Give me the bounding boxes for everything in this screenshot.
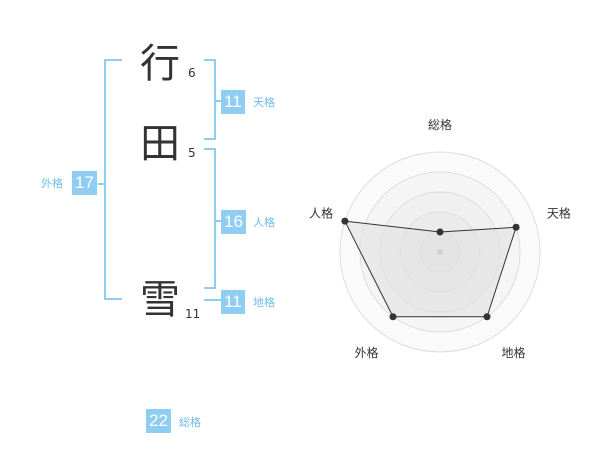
tenkaku-value-badge: 11	[221, 90, 245, 114]
tenkaku-bracket	[204, 59, 216, 140]
soukaku-label: 総格	[179, 416, 201, 429]
gaikaku-bracket	[104, 59, 122, 300]
stroke-count-1: 6	[188, 66, 196, 80]
radar-point-2	[512, 223, 520, 231]
gaikaku-value-badge: 17	[72, 171, 97, 195]
name-char-2: 田	[140, 121, 180, 167]
name-char-1: 行	[140, 41, 180, 87]
stroke-count-3: 11	[185, 307, 201, 321]
radar-point-1	[436, 228, 444, 236]
tenkaku-label: 天格	[253, 96, 275, 109]
stroke-count-2: 5	[188, 146, 196, 160]
jinkaku-bracket	[204, 148, 216, 289]
tenkaku-connector	[214, 100, 221, 102]
jinkaku-value-badge: 16	[221, 210, 246, 234]
radar-axis-label-5: 人格	[309, 205, 333, 220]
gaikaku-connector	[98, 183, 106, 185]
chikaku-connector	[204, 299, 221, 301]
radar-axis-label-1: 総格	[428, 117, 452, 132]
jinkaku-label: 人格	[253, 216, 275, 229]
chikaku-value-badge: 11	[221, 290, 245, 314]
radar-point-3	[483, 313, 491, 321]
radar-axis-label-3: 地格	[501, 345, 525, 360]
radar-axis-label-2: 天格	[547, 205, 571, 220]
radar-point-4	[389, 313, 397, 321]
jinkaku-connector	[214, 220, 221, 222]
gaikaku-label: 外格	[41, 177, 63, 190]
radar-axis-label-4: 外格	[355, 345, 379, 360]
soukaku-value-badge: 22	[146, 409, 171, 433]
radar-point-5	[341, 217, 349, 225]
name-char-3: 雪	[140, 277, 180, 323]
radar-series-shape	[344, 220, 517, 318]
chikaku-label: 地格	[253, 296, 275, 309]
